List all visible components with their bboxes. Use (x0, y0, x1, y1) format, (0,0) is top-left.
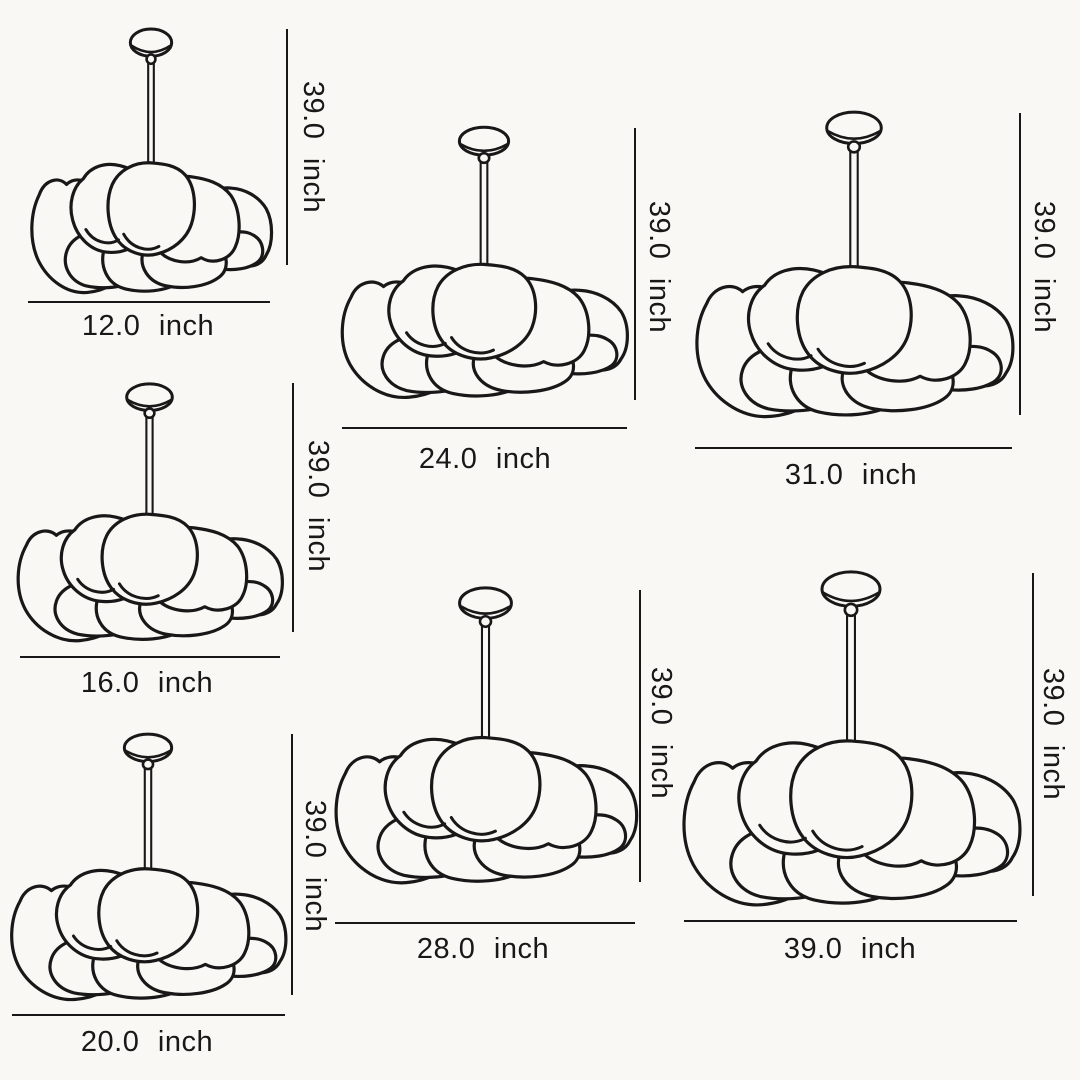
cloud-pendant-drawing (340, 125, 630, 400)
cloud-pendant-drawing (10, 732, 288, 1002)
width-dimension-line (28, 301, 270, 303)
height-dimension-label: 39.0 inch (297, 80, 329, 214)
cloud-pendant-drawing (695, 110, 1015, 419)
width-dimension-line (342, 427, 627, 429)
width-dimension-line (695, 447, 1012, 449)
width-dimension-label: 12.0 inch (81, 310, 215, 342)
cloud-pendant-drawing (16, 382, 284, 643)
width-dimension-label: 31.0 inch (784, 459, 918, 491)
height-dimension-label: 39.0 inch (302, 439, 334, 573)
height-dimension-line (634, 128, 636, 400)
height-dimension-line (292, 383, 294, 632)
height-dimension-label: 39.0 inch (1037, 667, 1069, 801)
width-dimension-line (20, 656, 280, 658)
width-dimension-label: 16.0 inch (80, 667, 214, 699)
width-dimension-line (684, 920, 1017, 922)
width-dimension-line (12, 1014, 285, 1016)
height-dimension-line (1032, 573, 1034, 896)
height-dimension-line (639, 590, 641, 882)
width-dimension-label: 39.0 inch (783, 933, 917, 965)
height-dimension-line (286, 29, 288, 265)
width-dimension-label: 20.0 inch (80, 1026, 214, 1058)
height-dimension-line (291, 734, 293, 995)
width-dimension-label: 24.0 inch (418, 443, 552, 475)
cloud-pendant-drawing (682, 569, 1022, 907)
cloud-pendant-drawing (30, 27, 274, 295)
height-dimension-label: 39.0 inch (1028, 200, 1060, 334)
height-dimension-label: 39.0 inch (643, 200, 675, 334)
height-dimension-line (1019, 113, 1021, 415)
width-dimension-label: 28.0 inch (416, 933, 550, 965)
width-dimension-line (335, 922, 635, 924)
cloud-pendant-drawing (334, 586, 639, 885)
